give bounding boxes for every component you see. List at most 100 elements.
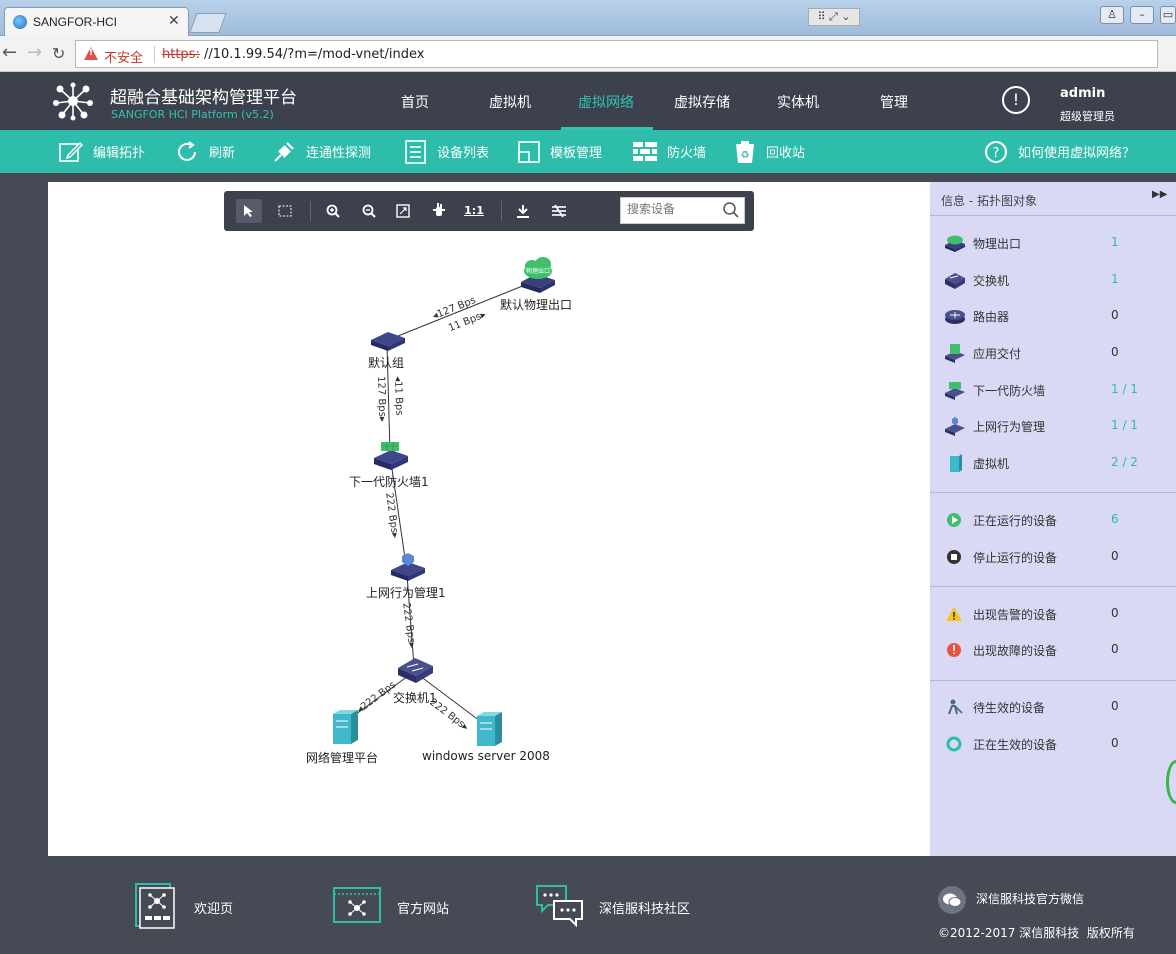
refresh-button[interactable]: 刷新 bbox=[175, 130, 235, 173]
device-list-button[interactable]: 设备列表 bbox=[405, 130, 489, 173]
layout-settings-icon[interactable] bbox=[546, 199, 572, 223]
restore-button[interactable]: ▭ bbox=[1160, 6, 1176, 24]
welcome-page-icon[interactable] bbox=[135, 883, 175, 929]
list-icon bbox=[405, 139, 426, 164]
topology-canvas[interactable]: 物理出口 bbox=[48, 182, 930, 856]
template-manage-button[interactable]: 模板管理 bbox=[518, 130, 602, 173]
ngfw-label[interactable]: 下一代防火墙1 bbox=[349, 475, 429, 489]
search-icon[interactable] bbox=[722, 201, 740, 219]
stat-row-vm[interactable]: 虚拟机 2 / 2 bbox=[930, 448, 1176, 478]
group-label[interactable]: 默认组 bbox=[368, 356, 405, 370]
warning-triangle-icon bbox=[946, 607, 962, 621]
actual-size-button[interactable]: 1:1 bbox=[464, 204, 484, 217]
pan-hand-icon[interactable] bbox=[426, 199, 452, 223]
toolbar-divider bbox=[501, 201, 502, 221]
nav-vm[interactable]: 虚拟机 bbox=[489, 95, 531, 111]
stat-value: 0 bbox=[1111, 308, 1119, 322]
official-site-icon[interactable] bbox=[333, 887, 381, 923]
edge-ngfw-ac bbox=[390, 461, 407, 566]
stat-row-ngfw[interactable]: 下一代防火墙 1 / 1 bbox=[930, 375, 1176, 405]
nav-manage[interactable]: 管理 bbox=[880, 95, 908, 111]
address-bar: ← → ↻ 不安全 https: //10.1.99.54/?m=/mod-vn… bbox=[0, 36, 1176, 72]
stat-label: 正在运行的设备 bbox=[973, 514, 1058, 528]
edge-group-gateway bbox=[387, 284, 526, 341]
edge-label-e2a: 127 Bps▸ bbox=[375, 376, 388, 423]
forward-arrow-icon[interactable]: → bbox=[27, 42, 43, 63]
nav-physical[interactable]: 实体机 bbox=[777, 95, 819, 111]
collapse-panel-icon[interactable]: ▶▶ bbox=[1152, 189, 1168, 200]
stat-value: 0 bbox=[1111, 345, 1119, 359]
new-tab-button[interactable] bbox=[189, 13, 227, 33]
browser-tab[interactable]: SANGFOR-HCI ✕ bbox=[4, 7, 189, 36]
stat-row-stopped[interactable]: 停止运行的设备 0 bbox=[930, 542, 1176, 572]
edit-topology-button[interactable]: 编辑拓扑 bbox=[59, 130, 145, 173]
url-field[interactable]: 不安全 https: //10.1.99.54/?m=/mod-vnet/ind… bbox=[75, 40, 1158, 68]
globe-icon bbox=[13, 15, 27, 29]
vnet-help-link[interactable]: ? 如何使用虚拟网络？ bbox=[984, 130, 1135, 173]
back-arrow-icon[interactable]: ← bbox=[2, 42, 18, 63]
wechat-link[interactable]: 深信服科技官方微信 bbox=[976, 892, 1085, 906]
user-profile-button[interactable]: ♙ bbox=[1100, 6, 1124, 24]
insecure-label[interactable]: 不安全 bbox=[104, 51, 144, 66]
select-pointer-icon[interactable] bbox=[236, 199, 262, 223]
stat-label: 路由器 bbox=[973, 310, 1010, 324]
user-name[interactable]: admin bbox=[1060, 86, 1106, 101]
alert-icon[interactable]: ! bbox=[1002, 86, 1030, 114]
browser-extension-icons[interactable]: ⠿ ⤢ ⌄ bbox=[808, 8, 860, 26]
stat-label: 正在生效的设备 bbox=[973, 738, 1058, 752]
stat-row-ac[interactable]: 上网行为管理 1 / 1 bbox=[930, 411, 1176, 441]
browser-tabbar: SANGFOR-HCI ✕ ⠿ ⤢ ⌄ ♙ – ▭ bbox=[0, 0, 1176, 36]
stat-row-pending[interactable]: 待生效的设备 0 bbox=[930, 692, 1176, 722]
ngfw-icon bbox=[945, 382, 965, 400]
community-link[interactable]: 深信服科技社区 bbox=[599, 902, 691, 917]
stat-row-app-delivery[interactable]: 应用交付 0 bbox=[930, 338, 1176, 368]
stat-row-gateway[interactable]: 物理出口 1 bbox=[930, 228, 1176, 258]
switch-icon bbox=[945, 273, 965, 289]
switch-label[interactable]: 交换机1 bbox=[393, 691, 437, 705]
gateway-label[interactable]: 默认物理出口 bbox=[500, 298, 573, 312]
stat-value: 6 bbox=[1111, 512, 1119, 526]
minimize-button[interactable]: – bbox=[1130, 6, 1154, 24]
download-icon[interactable] bbox=[510, 199, 536, 223]
wechat-icon[interactable] bbox=[938, 886, 966, 914]
zoom-in-icon[interactable] bbox=[320, 199, 346, 223]
behavior-management-icon bbox=[945, 417, 965, 436]
recycle-bin-button[interactable]: ♻ 回收站 bbox=[734, 130, 805, 173]
plug-icon bbox=[274, 141, 294, 162]
connectivity-probe-label: 连通性探测 bbox=[306, 146, 372, 161]
stat-row-router[interactable]: 路由器 0 bbox=[930, 301, 1176, 331]
vm2-label[interactable]: windows server 2008 bbox=[422, 749, 550, 763]
stat-label: 物理出口 bbox=[973, 237, 1022, 251]
stat-row-applying[interactable]: 正在生效的设备 0 bbox=[930, 729, 1176, 759]
vm1-label[interactable]: 网络管理平台 bbox=[306, 751, 379, 765]
stat-value: 0 bbox=[1111, 606, 1119, 620]
community-chat-icon[interactable] bbox=[536, 885, 584, 927]
device-search-input[interactable] bbox=[627, 202, 717, 216]
refresh-label: 刷新 bbox=[209, 146, 236, 161]
fit-screen-icon[interactable] bbox=[390, 199, 416, 223]
stat-value: 1 / 1 bbox=[1111, 382, 1138, 396]
vm-icon bbox=[950, 454, 962, 472]
box-select-icon[interactable] bbox=[272, 199, 298, 223]
stat-row-fault[interactable]: 出现故障的设备 0 bbox=[930, 635, 1176, 665]
recycle-bin-icon: ♻ bbox=[736, 140, 754, 163]
nav-vnet[interactable]: 虚拟网络 bbox=[578, 95, 634, 111]
firewall-button[interactable]: 防火墙 bbox=[633, 130, 706, 173]
edge-group-ngfw bbox=[386, 344, 391, 453]
nav-vstorage[interactable]: 虚拟存储 bbox=[674, 95, 730, 111]
nav-home[interactable]: 首页 bbox=[401, 95, 429, 111]
device-list-label: 设备列表 bbox=[437, 146, 490, 161]
tab-close-button[interactable]: ✕ bbox=[168, 13, 180, 29]
zoom-out-icon[interactable] bbox=[356, 199, 382, 223]
ac-label[interactable]: 上网行为管理1 bbox=[366, 586, 446, 600]
info-panel-header: 信息 - 拓扑图对象 ▶▶ bbox=[930, 182, 1176, 216]
stat-row-switch[interactable]: 交换机 1 bbox=[930, 265, 1176, 295]
stat-row-running[interactable]: 正在运行的设备 6 bbox=[930, 505, 1176, 535]
official-site-link[interactable]: 官方网站 bbox=[397, 902, 450, 917]
stat-row-warning[interactable]: 出现告警的设备 0 bbox=[930, 599, 1176, 629]
reload-icon[interactable]: ↻ bbox=[52, 44, 66, 63]
template-icon bbox=[518, 140, 540, 163]
connectivity-probe-button[interactable]: 连通性探测 bbox=[272, 130, 371, 173]
welcome-page-link[interactable]: 欢迎页 bbox=[194, 902, 234, 917]
app-delivery-icon bbox=[945, 344, 965, 363]
